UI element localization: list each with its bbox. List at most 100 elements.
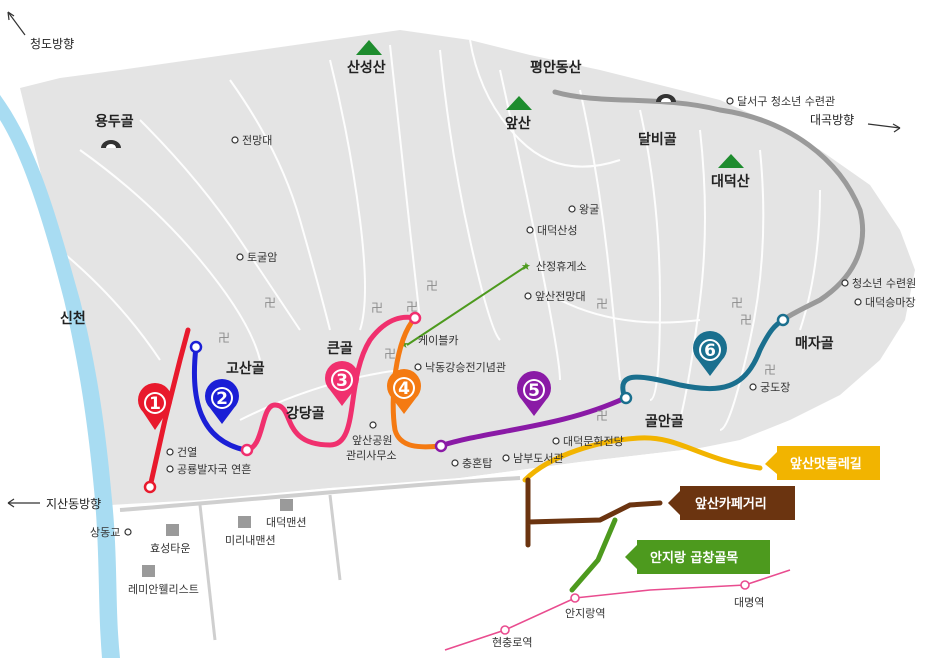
route-pin-4[interactable]: 4 bbox=[386, 368, 421, 414]
area-yongdu: 용두골 bbox=[95, 114, 134, 130]
area-maeja: 매자골 bbox=[795, 336, 834, 352]
route-2-start[interactable] bbox=[189, 340, 203, 354]
peak-sanseong-icon bbox=[356, 40, 382, 55]
route-3-line bbox=[242, 314, 418, 453]
mountain-apsan: 앞산 bbox=[505, 115, 531, 132]
svg-text:卍: 卍 bbox=[740, 313, 752, 327]
svg-text:卍: 卍 bbox=[218, 331, 230, 345]
direction-jisandong: 지산동방향 bbox=[46, 497, 101, 511]
route-pin-6[interactable]: 6 bbox=[692, 330, 727, 376]
tag-matdeulrae-label: 앞산맛둘레길 bbox=[790, 456, 862, 472]
route-1-start[interactable] bbox=[143, 480, 157, 494]
route-6-start[interactable] bbox=[619, 391, 633, 405]
route-pin-6-label: 6 bbox=[704, 341, 716, 361]
poi-nambu: 남부도서관 bbox=[513, 452, 564, 465]
road-south bbox=[119, 476, 521, 512]
poi-mirinae: 미리내맨션 bbox=[225, 534, 276, 547]
route-5-start[interactable] bbox=[434, 439, 448, 453]
poi-gundo: 궁도장 bbox=[760, 381, 790, 394]
route-pin-5[interactable]: 5 bbox=[517, 370, 551, 416]
ridge-lines bbox=[59, 39, 821, 431]
route-1-line bbox=[147, 327, 191, 490]
route-pin-5-label: 5 bbox=[528, 381, 540, 401]
svg-text:卍: 卍 bbox=[264, 296, 276, 310]
cable-star-top: ★ bbox=[521, 260, 531, 273]
svg-text:卍: 卍 bbox=[764, 363, 776, 377]
sincheon-river bbox=[0, 95, 120, 658]
route-pin-1[interactable]: 1 bbox=[138, 382, 172, 430]
poi-wanggul: 왕굴 bbox=[579, 203, 599, 216]
station-anjirang bbox=[570, 593, 580, 603]
cable-star-bottom: ★ bbox=[399, 338, 409, 351]
poi-dalseo: 달서구 청소년 수련관 bbox=[737, 95, 835, 108]
svg-text:卍: 卍 bbox=[596, 409, 608, 423]
area-keun: 큰골 bbox=[327, 341, 353, 357]
road-v2 bbox=[328, 494, 342, 581]
poi-sangyeong: 산정휴게소 bbox=[536, 260, 587, 273]
poi-toguram: 토굴암 bbox=[247, 251, 277, 264]
poi-jeonmangdae: 전망대 bbox=[242, 134, 272, 147]
svg-text:卍: 卍 bbox=[406, 300, 418, 314]
mountain-daedeok: 대덕산 bbox=[711, 173, 750, 190]
poi-remian: 레미안웰리스트 bbox=[128, 583, 199, 596]
poi-horse: 대덕승마장 bbox=[865, 296, 916, 309]
cable-car-line bbox=[406, 264, 529, 346]
tunnel-icon-yongdu bbox=[101, 140, 121, 148]
route-4-start[interactable] bbox=[408, 311, 422, 325]
route-3-start[interactable] bbox=[240, 443, 254, 457]
station-daemyeong bbox=[740, 580, 750, 590]
station-anjirang-label: 안지랑역 bbox=[565, 607, 605, 620]
tag-gopchang[interactable]: 안지랑 곱창골목 bbox=[625, 540, 770, 574]
area-golan: 골안골 bbox=[645, 413, 684, 430]
route-6-line bbox=[620, 317, 786, 401]
direction-daegok: 대곡방향 bbox=[810, 113, 854, 127]
route-6-end[interactable] bbox=[776, 313, 790, 327]
road-v1 bbox=[198, 504, 217, 641]
poi-cablecar: 케이블카 bbox=[418, 334, 458, 347]
street-gopchang-line bbox=[569, 517, 618, 593]
poi-gwanri-line1: 앞산공원 bbox=[352, 434, 392, 447]
tag-cafe[interactable]: 앞산카페거리 bbox=[668, 486, 795, 520]
street-cafe-line bbox=[525, 477, 663, 548]
route-pin-3-label: 3 bbox=[336, 371, 348, 391]
svg-text:卍: 卍 bbox=[426, 279, 438, 293]
route-pin-2[interactable]: 2 bbox=[204, 378, 239, 424]
poi-hyoseong: 효성타운 bbox=[150, 542, 190, 555]
tag-cafe-label: 앞산카페거리 bbox=[695, 496, 767, 512]
svg-text:卍: 卍 bbox=[596, 297, 608, 311]
poi-apsanjeonmangdae: 앞산전망대 bbox=[535, 290, 586, 303]
mountain-pyeongan: 평안동산 bbox=[530, 59, 582, 76]
poi-gongryong: 공룡발자국 연흔 bbox=[177, 463, 251, 476]
area-sincheon: 신천 bbox=[60, 311, 86, 327]
station-daemyeong-label: 대명역 bbox=[734, 596, 764, 609]
svg-text:卍: 卍 bbox=[384, 347, 396, 361]
area-gosan: 고산골 bbox=[226, 360, 265, 377]
tunnel-icon-dalbi bbox=[656, 94, 676, 102]
poi-chunghon: 충혼탑 bbox=[462, 457, 492, 470]
city-area bbox=[110, 440, 760, 658]
poi-geonyeol: 건열 bbox=[177, 446, 197, 459]
road-north bbox=[552, 89, 866, 323]
peak-apsan-icon bbox=[506, 96, 532, 110]
route-pin-1-label: 1 bbox=[149, 394, 161, 414]
svg-text:卍: 卍 bbox=[371, 301, 383, 315]
peak-daedeok-icon bbox=[718, 154, 744, 168]
poi-gwanri-line2: 관리사무소 bbox=[346, 449, 397, 462]
route-5-line bbox=[437, 395, 628, 449]
route-pin-2-label: 2 bbox=[216, 389, 228, 409]
route-2-line bbox=[191, 344, 248, 453]
direction-cheongdo: 청도방향 bbox=[30, 37, 74, 51]
direction-arrows bbox=[7, 11, 901, 508]
poi-daedeokmansion: 대덕맨션 bbox=[266, 516, 306, 529]
mountain-sanseong: 산성산 bbox=[347, 59, 386, 76]
route-pin-3[interactable]: 3 bbox=[325, 360, 359, 406]
poi-nakdong: 낙동강승전기념관 bbox=[425, 361, 506, 374]
poi-dots bbox=[124, 97, 862, 536]
poi-sangdong: 상동교 bbox=[90, 526, 120, 539]
poi-culture: 대덕문화전당 bbox=[563, 435, 624, 448]
route-4-line bbox=[390, 315, 443, 450]
poi-daedeoksanseong: 대덕산성 bbox=[537, 224, 577, 237]
tag-matdeulrae[interactable]: 앞산맛둘레길 bbox=[765, 446, 880, 480]
temple-icons: 卍 卍 卍 卍 卍 卍 卍 卍 卍 卍 卍 bbox=[218, 279, 776, 423]
